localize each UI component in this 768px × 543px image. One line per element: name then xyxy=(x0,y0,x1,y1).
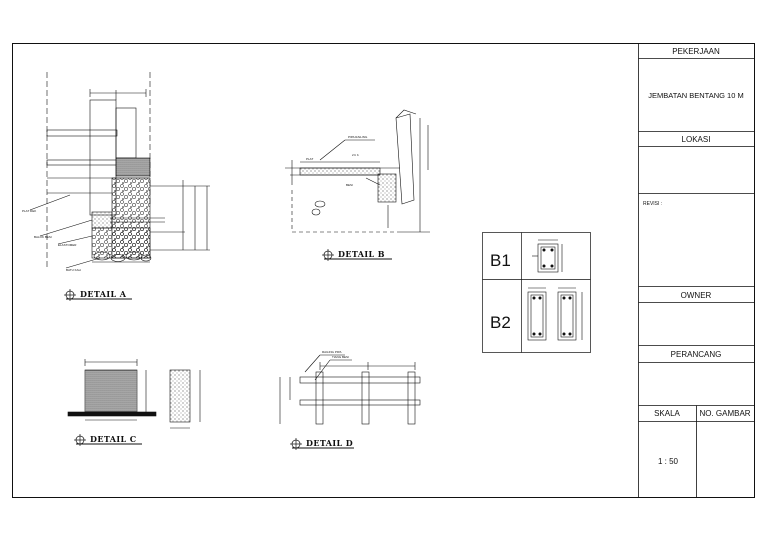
detail-a-note-4: BATU KALI xyxy=(66,268,81,272)
title-block xyxy=(638,43,755,498)
detail-c-label: DETAIL C xyxy=(90,434,136,444)
detail-b-note-3: PLAT xyxy=(306,157,313,161)
detail-b-note-2: 2 b b xyxy=(352,153,359,157)
detail-b-drawing xyxy=(285,109,430,233)
detail-d-note-1: RAILING PIPA xyxy=(322,350,341,354)
detail-b-label: DETAIL B xyxy=(338,249,385,259)
detail-a-drawing xyxy=(29,72,210,270)
perancang-label: PERANCANG xyxy=(671,350,722,359)
detail-b-symbol xyxy=(322,249,392,261)
skala-label: SKALA xyxy=(654,409,680,418)
owner-label: OWNER xyxy=(681,291,712,300)
beam-b2-label: B2 xyxy=(490,313,511,332)
detail-a-note-3: ELASTOMER xyxy=(58,243,77,247)
beam-section-table xyxy=(482,232,591,353)
detail-c-symbol xyxy=(74,434,142,446)
detail-b-note-4: BESI xyxy=(346,183,353,187)
pekerjaan-label: PEKERJAAN xyxy=(672,47,720,56)
detail-a-note-2: BALOK BESI xyxy=(34,235,52,239)
beam-b2-section-left xyxy=(527,287,547,341)
detail-d-label: DETAIL D xyxy=(306,438,353,448)
detail-d-drawing xyxy=(279,354,421,425)
detail-a-note-1: PLAT DEK xyxy=(22,209,36,213)
beam-b2-section-right xyxy=(557,287,583,341)
sheet-border xyxy=(12,43,755,498)
detail-c-drawing xyxy=(67,359,201,429)
detail-b-note-1: PIPA RAILING xyxy=(348,135,368,139)
detail-a-label: DETAIL A xyxy=(80,289,127,299)
lokasi-label: LOKASI xyxy=(682,135,711,144)
beam-b1-label: B1 xyxy=(490,251,511,270)
beam-b1-section xyxy=(532,239,563,273)
detail-d-symbol xyxy=(290,438,354,450)
detail-d-note-2: TIANG BESI xyxy=(332,355,349,359)
no-gambar-label: NO. GAMBAR xyxy=(699,409,750,418)
skala-value: 1 : 50 xyxy=(658,457,679,466)
project-name: JEMBATAN BENTANG 10 M xyxy=(648,91,743,100)
detail-a-symbol xyxy=(64,289,132,301)
revisi-label: REVISI : xyxy=(643,201,662,207)
